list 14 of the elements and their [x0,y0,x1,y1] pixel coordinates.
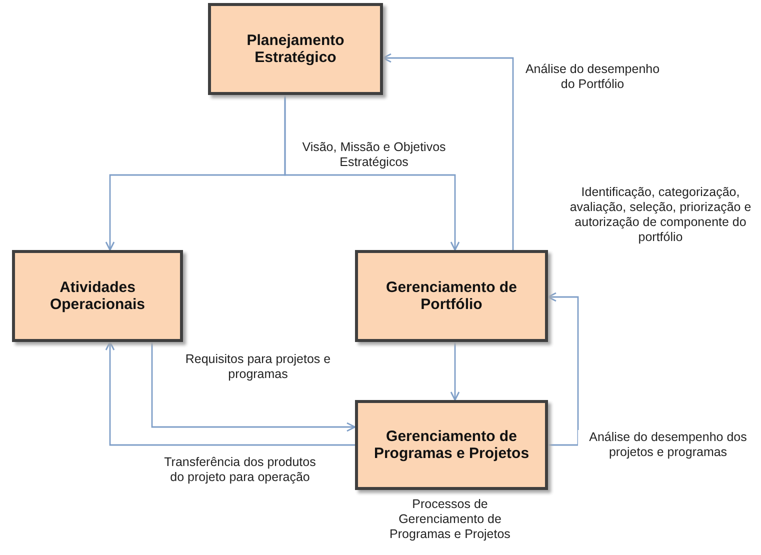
arrow [151,342,356,432]
node-title: Gerenciamento de Programas e Projetos [372,428,530,462]
arrow [450,342,460,401]
process-box [355,250,548,342]
arrow [105,341,355,446]
node-title: Planejamento Estratégico [246,32,346,66]
arrow [284,95,460,251]
process-box [12,250,183,342]
node-title: Gerenciamento de Portfólio [385,279,518,313]
arrow [382,53,514,250]
arrow [547,292,579,446]
node-title: Atividades Operacionais [48,279,146,313]
process-box [208,3,383,95]
process-box [355,400,548,490]
